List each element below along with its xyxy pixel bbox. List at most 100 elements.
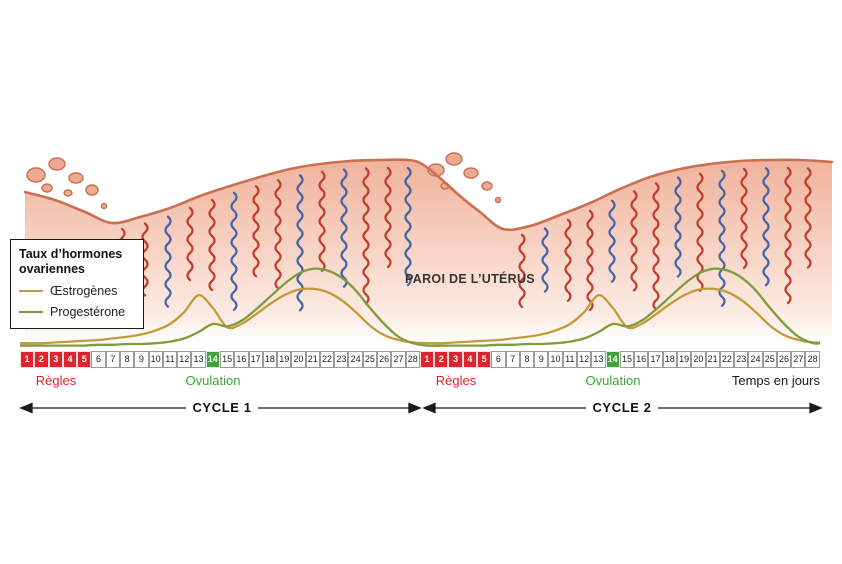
gland-squiggle [340,168,348,288]
gland-squiggle [404,166,412,287]
gland-squiggle [784,166,792,305]
day-cell: 15 [619,351,635,368]
day-cell: 6 [91,351,106,368]
gland-squiggle [674,176,682,278]
day-cell: 4 [62,351,78,368]
day-cell: 7 [105,351,120,368]
gland-squiggle [164,215,172,308]
cycle1-right-arrowhead-icon [408,402,422,414]
gland-squiggle [186,206,194,282]
endometrium-surface-line [23,158,834,232]
gland-squiggle [804,167,812,269]
time-axis-label: Temps en jours [731,373,820,388]
gland-squiggle [564,218,572,302]
legend-title: Taux d’hormones ovariennes [19,247,123,276]
shedding-fragments [26,152,502,210]
gland-squiggle [608,199,616,283]
day-cell: 16 [634,351,649,368]
day-cell: 10 [148,351,163,368]
legend-label-estrogen: Œstrogènes [50,283,118,298]
hormone-curves [19,267,821,347]
day-cell: 23 [334,351,349,368]
endometrium-fill [25,159,832,352]
day-cell: 18 [262,351,278,368]
day-cell: 13 [591,351,606,368]
shedding-fragment [445,152,463,166]
day-cell: 16 [234,351,249,368]
progesterone-curve [19,267,821,347]
progesterone-line-swatch [19,310,43,313]
day-cell: 22 [319,351,335,368]
shedding-fragment [481,181,493,191]
shedding-fragment [100,202,108,210]
day-cell: 28 [805,351,820,368]
day-cell: 14 [605,351,620,368]
day-cell: 5 [77,351,92,368]
gland-squiggle [541,227,549,293]
ovulation-label-cycle2: Ovulation [585,373,641,388]
shedding-fragment [494,196,502,204]
day-cell: 23 [734,351,749,368]
shedding-fragment [26,167,46,183]
day-cell: 3 [48,351,63,368]
day-cell: 2 [434,351,449,368]
day-cell: 15 [219,351,235,368]
day-cell: 3 [448,351,463,368]
day-cell: 21 [305,351,320,368]
gland-squiggle [318,170,326,272]
legend-label-progesterone: Progestérone [50,304,126,319]
day-cell: 17 [648,351,663,368]
uterus-wall-label: PAROI DE L’UTÉRUS [405,272,535,286]
shedding-fragment [63,189,73,197]
gland-squiggle [652,182,660,311]
day-cell: 22 [719,351,735,368]
day-cell: 13 [191,351,206,368]
hormone-legend: Taux d’hormones ovariennes Œstrogènes Pr… [10,239,144,329]
day-cell: 27 [791,351,806,368]
day-cell: 26 [377,351,392,368]
endometrium-illustration [23,152,834,352]
day-cell: 8 [519,351,535,368]
day-cell: 12 [576,351,592,368]
menses-label-cycle1: Règles [35,373,77,388]
day-cell: 20 [291,351,306,368]
day-cell: 1 [419,351,435,368]
gland-squiggle [718,169,726,307]
day-cell: 24 [748,351,763,368]
legend-item-progesterone: Progestérone [19,305,135,319]
day-cell: 18 [662,351,677,368]
day-cell: 12 [177,351,192,368]
day-cell: 17 [248,351,263,368]
day-cell: 1 [20,351,35,368]
estrogen-line-swatch [19,289,43,292]
day-cell: 11 [162,351,178,368]
day-cell: 21 [705,351,720,368]
gland-squiggle [518,233,526,309]
day-cell: 14 [205,351,220,368]
shedding-fragment [41,183,53,193]
legend-item-estrogen: Œstrogènes [19,284,135,298]
shedding-fragment [463,167,479,179]
day-cell: 11 [562,351,577,368]
ovulation-label-cycle1: Ovulation [185,373,241,388]
cycle2-right-arrowhead-icon [809,402,823,414]
gland-squiggle [230,191,238,311]
day-cell: 9 [534,351,549,368]
day-cell: 19 [676,351,692,368]
gland-squiggle [274,179,282,290]
day-cell: 2 [34,351,49,368]
day-cell: 19 [277,351,292,368]
day-cell: 8 [119,351,135,368]
gland-squiggle [630,190,638,292]
day-cell: 20 [691,351,706,368]
gland-squiggle [740,167,748,270]
cycle2-label: CYCLE 2 [592,400,652,415]
gland-squiggle [362,167,370,305]
gland-squiggle [141,222,149,297]
gland-squiggle [586,209,594,312]
gland-squiggle [384,166,392,269]
day-cell: 26 [776,351,792,368]
